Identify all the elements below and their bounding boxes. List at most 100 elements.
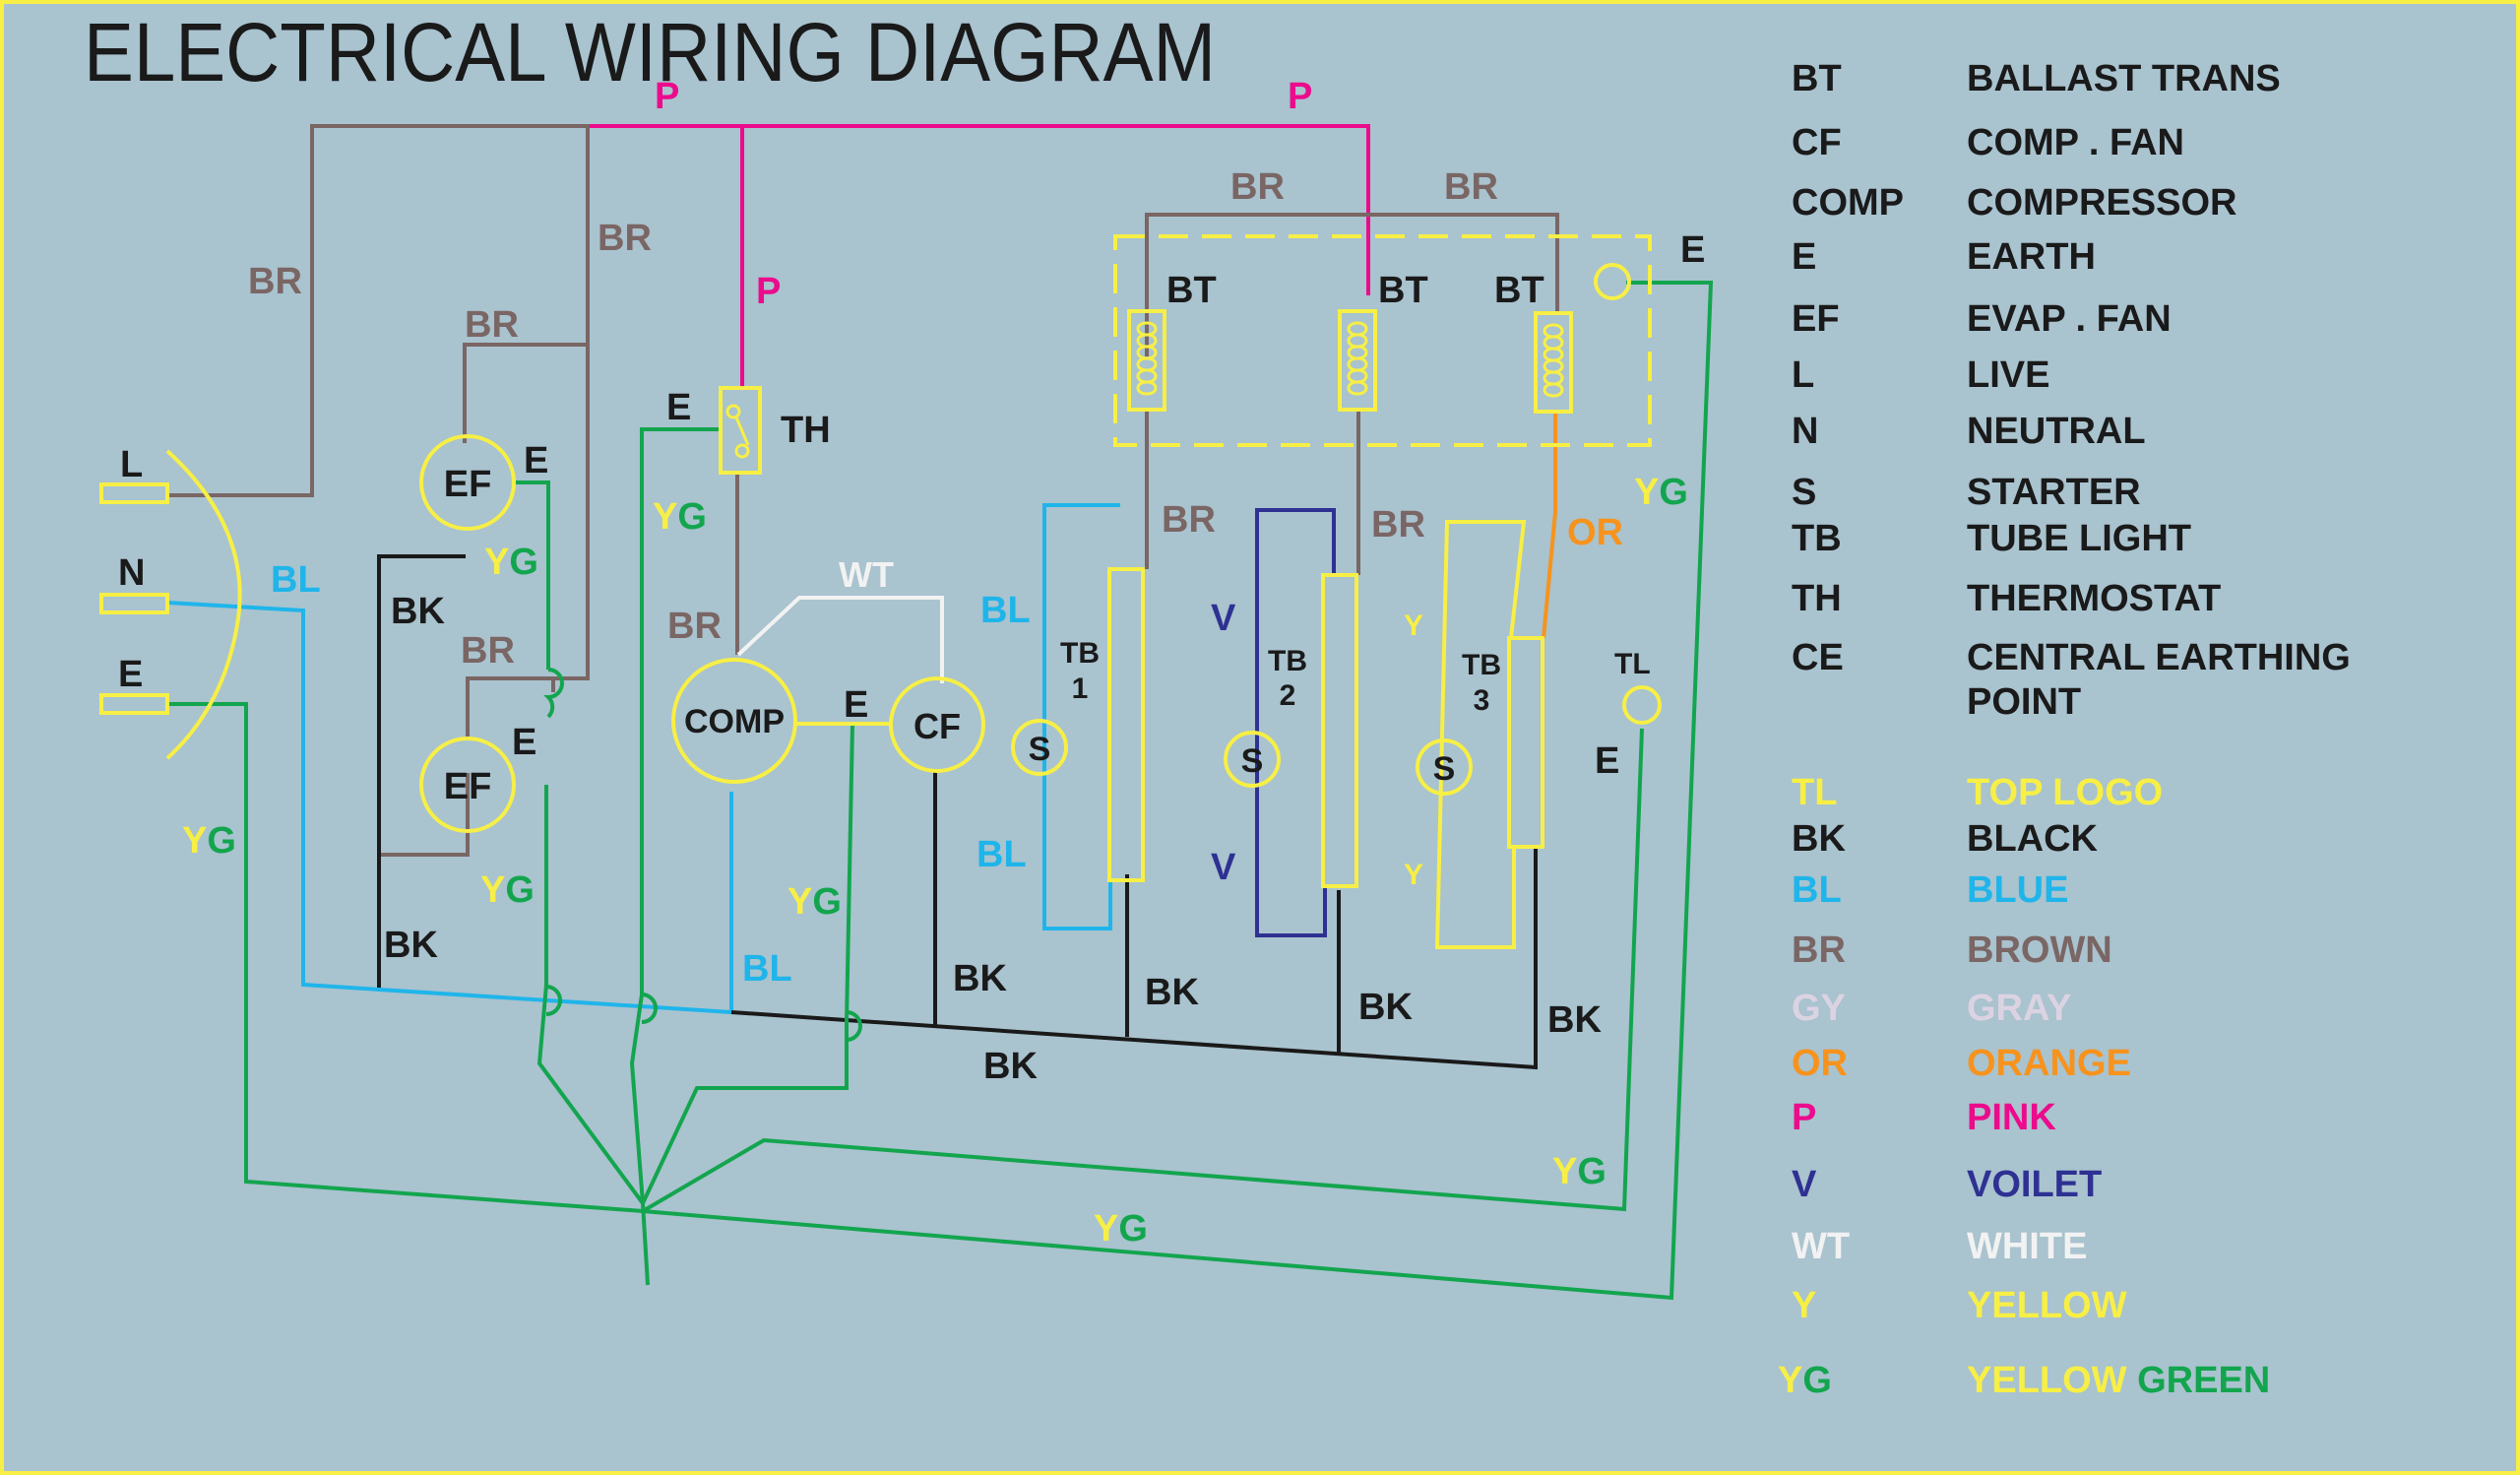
wire-crossover — [545, 985, 562, 1016]
legend-code-top logo: TL — [1792, 772, 1837, 813]
white-wire — [736, 596, 944, 683]
legend-desc-s: STARTER — [1967, 472, 2141, 513]
earth-label: E — [524, 440, 548, 481]
black-label: BK — [983, 1046, 1038, 1087]
brown-label: BR — [1444, 166, 1498, 208]
violet-wire-tb2 — [1255, 508, 1336, 937]
black-label: BK — [1145, 972, 1199, 1013]
legend-desc-voilet: VOILET — [1967, 1164, 2102, 1205]
plug-pin-earth — [99, 693, 169, 715]
legend-desc-yellow: YELLOW — [1967, 1285, 2127, 1326]
comp-fan — [889, 676, 985, 773]
starter-3-label: S — [1433, 750, 1456, 788]
yellow-green-label: YG — [484, 542, 538, 583]
yellow-green-label: YG — [1552, 1151, 1606, 1192]
wire-crossover — [846, 1010, 862, 1042]
legend-code-yellow: Y — [1792, 1285, 1816, 1326]
legend-desc-comp: COMPRESSOR — [1967, 182, 2236, 224]
brown-wire-bt-top — [1145, 213, 1559, 356]
legend-desc-blue: BLUE — [1967, 869, 2068, 911]
legend-desc-orange: ORANGE — [1967, 1043, 2131, 1084]
black-wire-ef — [377, 554, 466, 988]
black-label: BK — [1358, 987, 1413, 1028]
pink-label: P — [1288, 76, 1312, 117]
legend-code-cf: CF — [1792, 122, 1842, 163]
blue-wire-tb1 — [1042, 503, 1120, 930]
legend-code-ef: EF — [1792, 298, 1840, 340]
legend-desc-n: NEUTRAL — [1967, 411, 2146, 452]
plug-body — [165, 449, 242, 760]
yellow-green-label: YG — [1634, 472, 1688, 513]
pink-label: P — [756, 271, 781, 312]
legend-code-gray: GY — [1792, 988, 1846, 1029]
thermostat-label: TH — [781, 410, 831, 451]
top-logo — [1622, 685, 1662, 725]
legend-desc-tb: TUBE LIGHT — [1967, 518, 2191, 559]
thermostat — [719, 386, 762, 475]
blue-label: BL — [980, 590, 1031, 631]
evap-fan-bottom-label: EF — [444, 766, 492, 807]
brown-label: BR — [248, 261, 302, 302]
yg-wire-tl — [641, 728, 1644, 1213]
tube-light-2-label: TB — [1268, 645, 1307, 677]
legend-code-yellow-green: YG — [1778, 1360, 1832, 1401]
ballast-trans-2 — [1338, 309, 1377, 412]
legend-desc-th: THERMOSTAT — [1967, 578, 2221, 619]
plug-pin-neutral — [99, 593, 169, 614]
legend-desc-e: EARTH — [1967, 236, 2096, 278]
legend-code-e: E — [1792, 236, 1816, 278]
yellow-green-label: YG — [788, 881, 842, 923]
yellow-green-label: YG — [1094, 1208, 1148, 1250]
earth-label: E — [844, 684, 868, 726]
wires — [166, 124, 1714, 1301]
legend-code-comp: COMP — [1792, 182, 1904, 224]
yellow-label: Y — [1404, 609, 1423, 642]
yg-wire-comp — [641, 723, 854, 1204]
brown-label: BR — [1162, 499, 1216, 541]
plug-pin-live — [99, 482, 169, 504]
legend-code-s: S — [1792, 472, 1816, 513]
evap-fan-top — [419, 434, 516, 531]
plug-live-label: L — [120, 444, 143, 485]
tube-light-3-label: TB — [1462, 649, 1501, 681]
ballast-enclosure — [1113, 234, 1652, 447]
yellow-green-label: YG — [182, 820, 236, 862]
brown-wire-ef-top — [463, 343, 588, 443]
yellow-green-label: YG — [480, 869, 535, 911]
evap-fan-bottom — [419, 737, 516, 833]
brown-wire-ef-bottom-left — [379, 773, 470, 857]
black-label: BK — [391, 591, 445, 632]
wire-crossover — [641, 993, 658, 1024]
brown-label: BR — [465, 304, 519, 346]
earth-label: E — [1595, 740, 1619, 782]
pink-label: P — [655, 76, 679, 117]
ballast-trans-1 — [1127, 309, 1166, 412]
thermostat-switch — [734, 417, 750, 446]
tube-light-3-number: 3 — [1474, 684, 1490, 717]
tube-light-3 — [1507, 636, 1544, 849]
black-wire-main — [730, 845, 1538, 1070]
yellow-green-label: YG — [653, 496, 707, 538]
blue-wire-neutral — [166, 601, 733, 1015]
yellow-wire-tb3 — [1434, 520, 1527, 949]
top-logo-label: TL — [1614, 648, 1651, 680]
black-label: BK — [953, 958, 1007, 999]
legend-code-blue: BL — [1792, 869, 1842, 911]
legend-desc-top logo: TOP LOGO — [1967, 772, 2163, 813]
legend-desc-l: LIVE — [1967, 354, 2049, 396]
legend-desc-ce: CENTRAL EARTHING — [1967, 637, 2351, 678]
legend-desc-ef: EVAP . FAN — [1967, 298, 2172, 340]
bt-label-1: BT — [1166, 270, 1217, 311]
starter-1 — [1011, 719, 1068, 776]
ballast-earth-terminal — [1594, 263, 1631, 300]
legend-desc-white: WHITE — [1967, 1226, 2087, 1267]
plug-earth-label: E — [118, 654, 143, 695]
legend-code-voilet: V — [1792, 1164, 1817, 1205]
wire-crossover — [543, 668, 564, 719]
legend-code-l: L — [1792, 354, 1814, 396]
compressor-label: COMP — [684, 703, 785, 740]
blue-label: BL — [976, 834, 1027, 875]
brown-wire-ef-bottom — [466, 676, 555, 739]
